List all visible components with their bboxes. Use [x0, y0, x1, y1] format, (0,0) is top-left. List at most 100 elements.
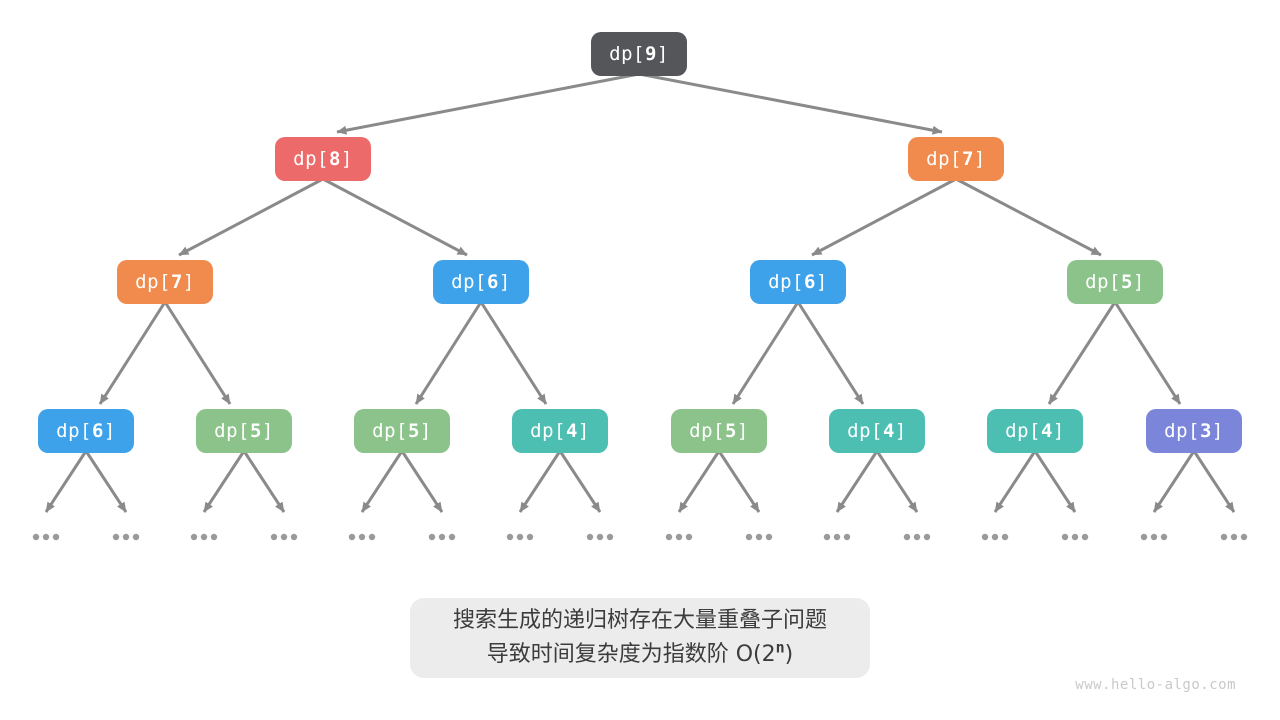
ellipsis-dot — [270, 533, 278, 541]
tree-node-dp5: dp[5] — [196, 409, 292, 453]
tree-edge — [835, 450, 879, 513]
tree-node-dp9: dp[9] — [591, 32, 687, 76]
ellipsis-dot — [685, 533, 693, 541]
node-label-prefix: dp[ — [372, 420, 408, 442]
node-label-suffix: ] — [1211, 420, 1224, 442]
node-label-prefix: dp[ — [1005, 420, 1041, 442]
node-label-num: 3 — [1199, 420, 1212, 442]
node-label-prefix: dp[ — [847, 420, 883, 442]
ellipsis-dot — [1240, 533, 1248, 541]
ellipsis-dot — [665, 533, 673, 541]
ellipsis-dot — [923, 533, 931, 541]
tree-edge — [44, 450, 88, 513]
ellipsis-dot — [745, 533, 753, 541]
ellipsis-dot — [438, 533, 446, 541]
ellipsis-dot — [190, 533, 198, 541]
ellipsis-dot — [1140, 533, 1148, 541]
tree-edge — [638, 72, 943, 135]
ellipsis-dot — [280, 533, 288, 541]
tree-edge — [1113, 301, 1182, 405]
node-label-num: 9 — [644, 43, 657, 65]
tree-node-dp6: dp[6] — [750, 260, 846, 304]
ellipsis-dot — [1061, 533, 1069, 541]
ellipsis-dot — [1220, 533, 1228, 541]
caption-line2-close: ) — [784, 642, 794, 667]
tree-edge — [796, 301, 865, 405]
tree-node-dp3: dp[3] — [1146, 409, 1242, 453]
ellipsis-dot — [42, 533, 50, 541]
ellipsis-leaf — [903, 533, 931, 541]
node-label-prefix: dp[ — [1085, 271, 1121, 293]
ellipsis-dot — [755, 533, 763, 541]
ellipsis-leaf — [32, 533, 60, 541]
node-label-num: 5 — [407, 420, 420, 442]
node-label-num: 5 — [249, 420, 262, 442]
ellipsis-dot — [1001, 533, 1009, 541]
ellipsis-dot — [428, 533, 436, 541]
tree-node-dp6: dp[6] — [433, 260, 529, 304]
ellipsis-dot — [210, 533, 218, 541]
ellipsis-leaf — [745, 533, 773, 541]
node-label-prefix: dp[ — [451, 271, 487, 293]
tree-edge — [479, 301, 548, 405]
node-label-suffix: ] — [1132, 271, 1145, 293]
tree-node-dp7: dp[7] — [908, 137, 1004, 181]
ellipsis-dot — [586, 533, 594, 541]
tree-edge — [717, 450, 761, 513]
tree-edges — [44, 72, 1236, 513]
ellipsis-leaf — [981, 533, 1009, 541]
ellipsis-dot — [843, 533, 851, 541]
ellipsis-leaf — [348, 533, 376, 541]
ellipsis-dot — [348, 533, 356, 541]
ellipsis-leaf — [665, 533, 693, 541]
ellipsis-dot — [290, 533, 298, 541]
node-label-prefix: dp[ — [135, 271, 171, 293]
tree-edge — [1033, 450, 1077, 513]
node-label-prefix: dp[ — [768, 271, 804, 293]
ellipsis-dot — [200, 533, 208, 541]
tree-edge — [84, 450, 128, 513]
node-label-suffix: ] — [894, 420, 907, 442]
ellipsis-dot — [1150, 533, 1158, 541]
ellipsis-leaf — [1061, 533, 1089, 541]
ellipsis-dot — [122, 533, 130, 541]
ellipsis-dot — [52, 533, 60, 541]
tree-edge — [731, 301, 800, 405]
ellipsis-dot — [112, 533, 120, 541]
ellipsis-leaf — [1140, 533, 1168, 541]
ellipsis-dot — [991, 533, 999, 541]
ellipsis-dot — [1071, 533, 1079, 541]
watermark: www.hello-algo.com — [1075, 677, 1236, 693]
ellipsis-dot — [903, 533, 911, 541]
node-label-num: 6 — [803, 271, 816, 293]
node-label-prefix: dp[ — [1164, 420, 1200, 442]
ellipsis-dot — [596, 533, 604, 541]
tree-edge — [336, 72, 640, 135]
node-label-suffix: ] — [1052, 420, 1065, 442]
tree-edge — [322, 177, 468, 257]
node-label-suffix: ] — [419, 420, 432, 442]
node-label-suffix: ] — [736, 420, 749, 442]
tree-edge — [558, 450, 602, 513]
tree-edge — [400, 450, 444, 513]
ellipsis-dot — [833, 533, 841, 541]
ellipsis-dot — [1230, 533, 1238, 541]
node-label-num: 4 — [1040, 420, 1053, 442]
tree-edge — [993, 450, 1037, 513]
tree-node-dp4: dp[4] — [829, 409, 925, 453]
tree-edge — [1192, 450, 1236, 513]
ellipsis-leaf — [270, 533, 298, 541]
ellipsis-dot — [368, 533, 376, 541]
node-label-prefix: dp[ — [530, 420, 566, 442]
tree-edge — [414, 301, 483, 405]
caption-line2: 导致时间复杂度为指数阶 O(2n) — [487, 638, 794, 672]
ellipsis-dot — [526, 533, 534, 541]
node-label-num: 4 — [882, 420, 895, 442]
tree-node-dp7: dp[7] — [117, 260, 213, 304]
tree-edge — [202, 450, 246, 513]
tree-edge — [98, 301, 167, 405]
tree-edge — [677, 450, 721, 513]
node-label-suffix: ] — [340, 148, 353, 170]
